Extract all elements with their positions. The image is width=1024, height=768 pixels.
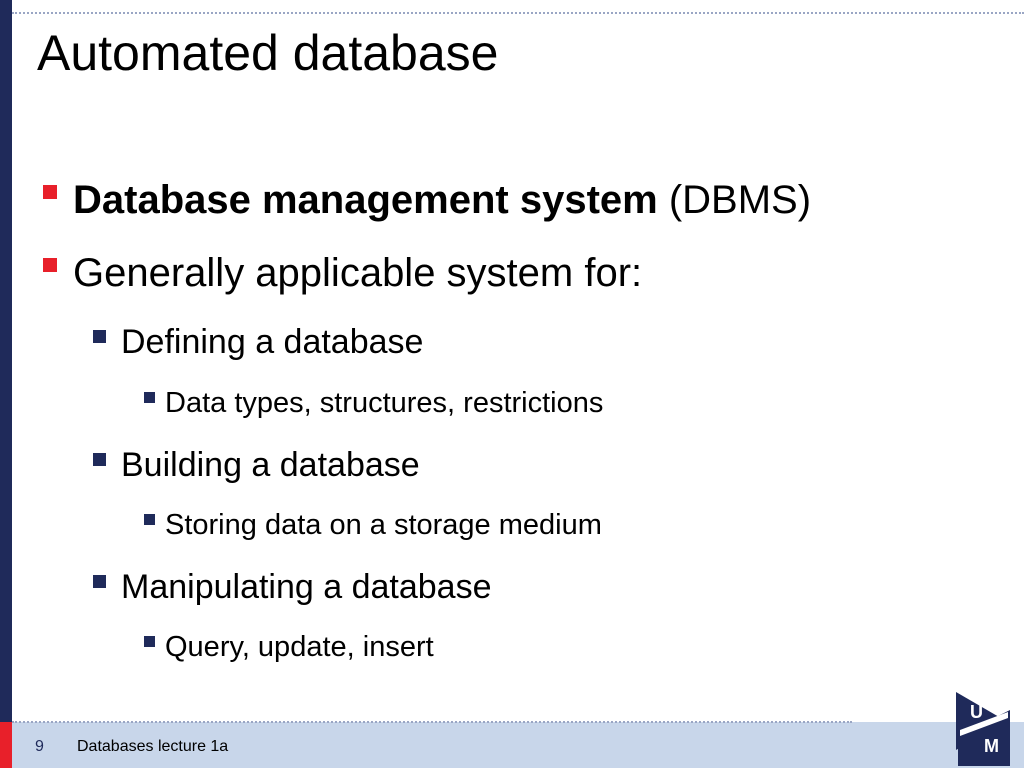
university-logo-icon: U M — [956, 692, 1010, 766]
sub-bullet-text: Building a database — [121, 446, 420, 484]
page-number: 9 — [35, 738, 44, 755]
red-square-bullet-icon — [43, 258, 57, 272]
sub-sub-bullet-text: Query, update, insert — [165, 631, 434, 663]
slide-title: Automated database — [37, 25, 499, 81]
bullet-text: Generally applicable system for: — [73, 251, 643, 295]
navy-square-bullet-icon — [93, 575, 106, 588]
sub-sub-bullet-text: Data types, structures, restrictions — [165, 387, 604, 419]
sub-sub-bullet-item: Data types, structures, restrictions — [144, 385, 603, 421]
navy-square-bullet-icon — [144, 392, 155, 403]
logo-letter-u: U — [970, 702, 983, 722]
navy-square-bullet-icon — [144, 636, 155, 647]
navy-square-bullet-icon — [144, 514, 155, 525]
navy-square-bullet-icon — [93, 330, 106, 343]
sub-sub-bullet-item: Query, update, insert — [144, 629, 434, 665]
logo-letter-m: M — [984, 736, 999, 756]
bullet-item: Generally applicable system for: — [43, 249, 642, 297]
bullet-item: Database management system (DBMS) — [43, 176, 811, 224]
sub-bullet-item: Defining a database — [93, 321, 423, 363]
navy-square-bullet-icon — [93, 453, 106, 466]
sub-bullet-item: Manipulating a database — [93, 566, 492, 608]
left-accent-bar-red — [0, 722, 12, 768]
left-accent-bar — [0, 0, 12, 722]
sub-sub-bullet-item: Storing data on a storage medium — [144, 507, 602, 543]
sub-sub-bullet-text: Storing data on a storage medium — [165, 509, 602, 541]
bullet-text: Database management system (DBMS) — [73, 176, 811, 224]
sub-bullet-text: Defining a database — [121, 323, 424, 361]
sub-bullet-item: Building a database — [93, 444, 420, 486]
footer-title: Databases lecture 1a — [77, 738, 229, 755]
top-divider — [12, 12, 1024, 14]
bullet-bold-text: Database management system — [73, 178, 658, 222]
footer-divider — [12, 721, 852, 723]
footer-bar — [12, 722, 1024, 768]
red-square-bullet-icon — [43, 185, 57, 199]
bullet-rest-text: (DBMS) — [657, 178, 812, 222]
sub-bullet-text: Manipulating a database — [121, 568, 492, 606]
